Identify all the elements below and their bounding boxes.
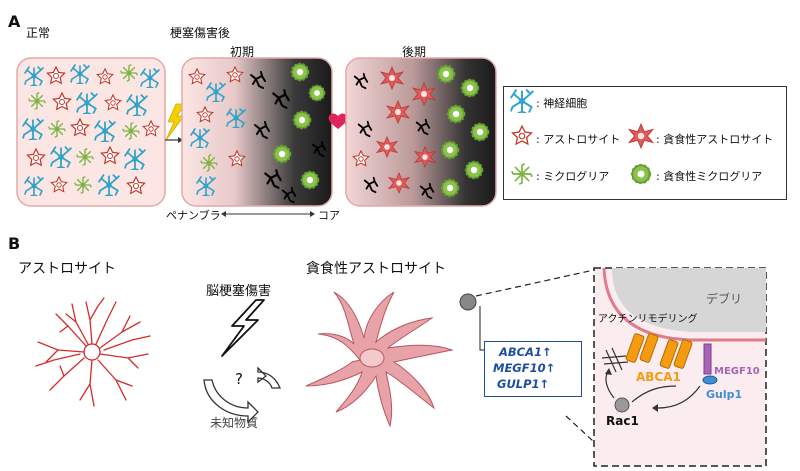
stroke-lightning-icon (221, 299, 265, 357)
resting-astrocyte (35, 297, 151, 407)
engulfed-debris (459, 293, 477, 311)
gene-megf10: MEGF10↑ (493, 361, 556, 375)
actin-remodeling-label: アクチンリモデリング (598, 314, 698, 325)
legend-astrocyte: : アストロサイト (536, 133, 621, 146)
megf10-label: MEGF10 (714, 366, 760, 377)
stroke-label: 脳梗塞傷害 (206, 284, 272, 299)
upregulated-genes-box: ABCA1↑ MEGF10↑ GULP1↑ (484, 341, 582, 397)
gene-abca1: ABCA1↑ (499, 345, 552, 359)
unknown-substance-label: 未知物質 (210, 416, 259, 430)
legend-box: : 神経細胞 : アストロサイト : ミクログリア : 貪食性アストロサイト :… (503, 86, 787, 200)
post-infarct-label: 梗塞傷害後 (170, 26, 231, 40)
panel-a-diagram (16, 57, 497, 217)
panel-a-letter: A (8, 12, 21, 31)
legend-microglia: : ミクログリア (536, 170, 610, 183)
core-label: コア (318, 209, 340, 222)
phago-astrocyte-title: 貪食性アストロサイト (306, 261, 446, 277)
gene-gulp1: GULP1↑ (497, 377, 550, 391)
astrocyte-title: アストロサイト (18, 261, 116, 277)
legend-phago-astrocyte: : 貪食性アストロサイト (656, 133, 774, 146)
normal-tissue-box (16, 57, 166, 207)
rac1-label: Rac1 (606, 414, 639, 428)
heart-icon (328, 113, 348, 129)
debris-label: デブリ (706, 292, 743, 306)
unknown-cycle-arrows (203, 366, 281, 424)
legend-neuron: : 神経細胞 (536, 97, 588, 110)
late-label: 後期 (402, 45, 427, 59)
mechanism-inset (593, 267, 767, 467)
panel-b-letter: B (8, 234, 21, 253)
abca1-label: ABCA1 (636, 370, 681, 384)
legend-phago-microglia: : 貪食性ミクログリア (656, 170, 763, 183)
question-mark: ? (235, 370, 243, 388)
gulp1-label: Gulp1 (706, 388, 743, 401)
penumbra-label: ペナンブラ (166, 209, 221, 222)
normal-label: 正常 (26, 26, 51, 40)
panel-b-diagram (35, 267, 767, 467)
early-label: 初期 (230, 45, 255, 59)
late-tissue-box (345, 57, 497, 207)
phagocytic-astrocyte (305, 291, 454, 428)
